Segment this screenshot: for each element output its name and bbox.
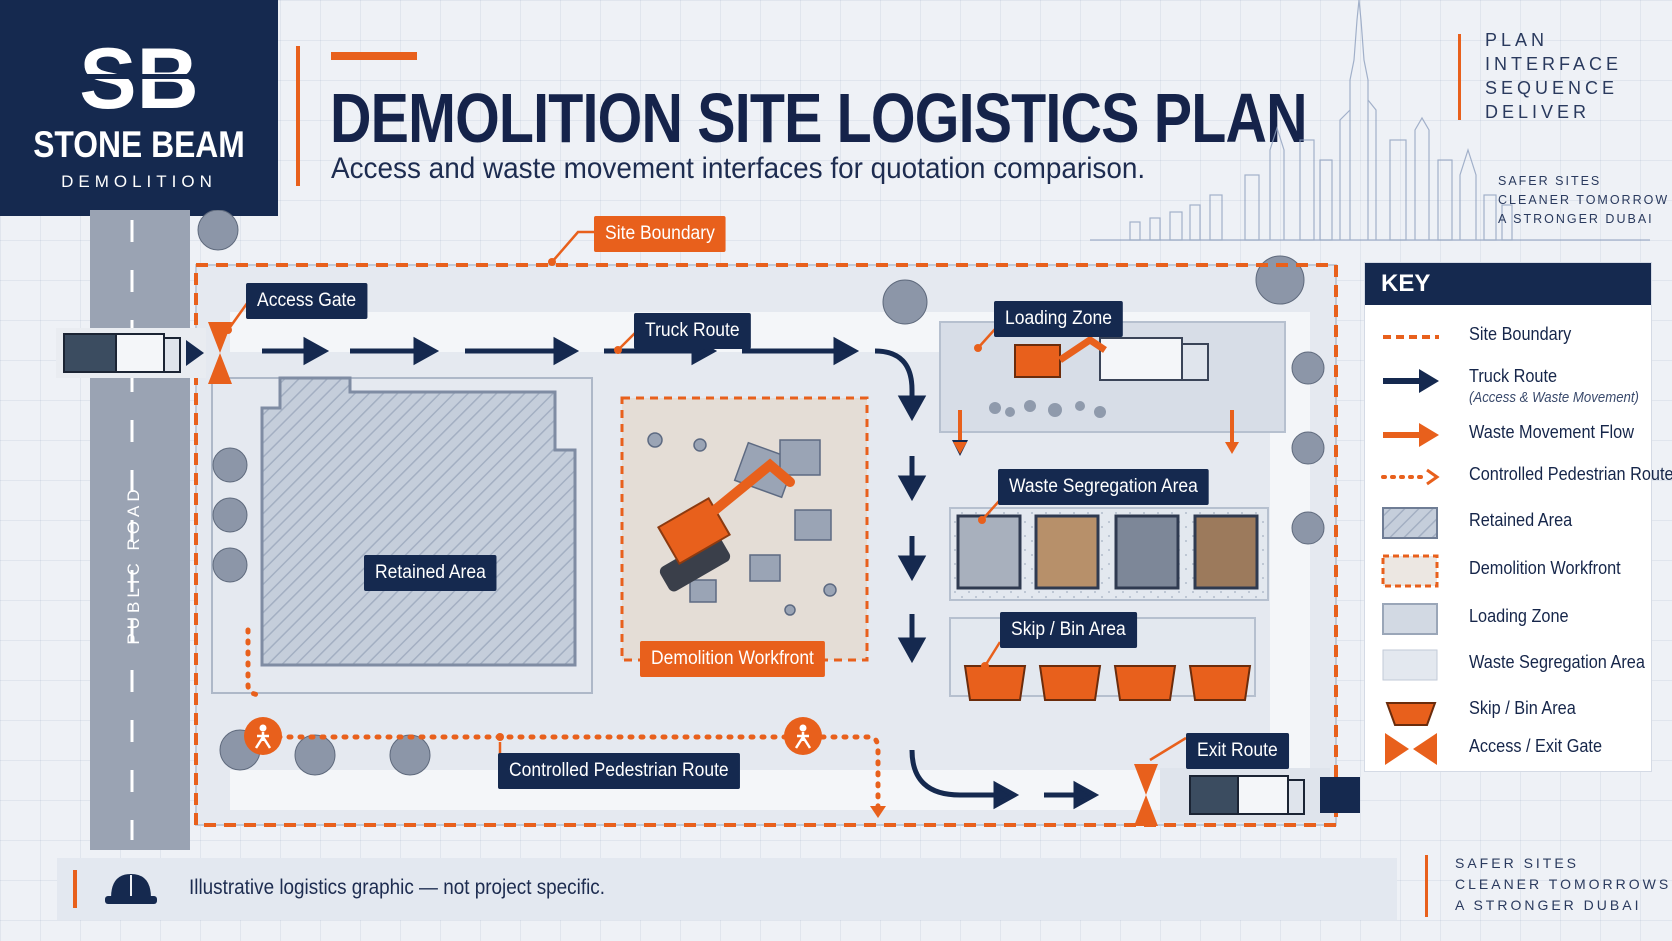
legend-item-demolition-workfront: Demolition Workfront <box>1381 551 1646 591</box>
brand-name: STONE BEAM <box>33 124 245 165</box>
skip-bins <box>963 665 1252 701</box>
site-boundary <box>194 263 1338 827</box>
loading-swatch-icon <box>1382 603 1438 635</box>
legend-item-skip-bin: Skip / Bin Area <box>1381 691 1646 731</box>
steps-list: PLAN INTERFACE SEQUENCE DELIVER <box>1485 28 1622 124</box>
step-sequence: SEQUENCE <box>1485 78 1619 98</box>
dashed-boundary-icon <box>1383 335 1439 339</box>
legend-label: Skip / Bin Area <box>1469 697 1576 718</box>
legend-item-site-boundary: Site Boundary <box>1381 317 1646 357</box>
motto-bottom-line-3: A STRONGER DUBAI <box>1455 897 1642 913</box>
label-demolition-workfront: Demolition Workfront <box>640 641 825 677</box>
dotted-route-icon <box>1381 468 1440 486</box>
navy-arrow-icon <box>1383 369 1439 393</box>
legend-item-retained-area: Retained Area <box>1381 503 1646 543</box>
legend-item-gate: Access / Exit Gate <box>1381 729 1646 769</box>
title-accent-dash <box>331 52 417 60</box>
legend-label: Loading Zone <box>1469 605 1569 626</box>
page-subtitle: Access and waste movement interfaces for… <box>331 152 1146 185</box>
legend-label: Access / Exit Gate <box>1469 735 1603 756</box>
step-plan: PLAN <box>1485 30 1549 50</box>
segregation-swatch-icon <box>1382 649 1438 681</box>
footer-accent-line <box>73 870 77 908</box>
label-exit-route: Exit Route <box>1186 733 1289 769</box>
legend-label: Site Boundary <box>1469 323 1572 344</box>
workfront-swatch-icon <box>1381 554 1439 588</box>
legend-label: Retained Area <box>1469 509 1573 530</box>
steps-accent-line <box>1458 34 1461 120</box>
label-retained-area: Retained Area <box>364 555 497 591</box>
gate-icon <box>1385 733 1437 765</box>
legend-item-truck-route: Truck Route (Access & Waste Movement) <box>1381 359 1646 406</box>
label-pedestrian-route: Controlled Pedestrian Route <box>498 753 740 789</box>
brand-tagline: DEMOLITION <box>61 172 217 191</box>
step-deliver: DELIVER <box>1485 102 1591 122</box>
label-truck-route: Truck Route <box>634 313 751 349</box>
legend-label: Waste Movement Flow <box>1469 421 1634 442</box>
legend-item-waste-segregation: Waste Segregation Area <box>1381 645 1646 685</box>
motto-top: SAFER SITES CLEANER TOMORROW A STRONGER … <box>1498 172 1669 229</box>
title-accent-line <box>296 46 300 186</box>
motto-bottom-line-1: SAFER SITES <box>1455 855 1580 871</box>
legend-note: (Access & Waste Movement) <box>1469 389 1639 406</box>
label-skip-bin: Skip / Bin Area <box>1000 612 1137 648</box>
public-road-label: PUBLIC ROAD <box>124 485 143 644</box>
motto-bottom-line-2: CLEANER TOMORROWS <box>1455 876 1672 892</box>
motto-top-line-1: SAFER SITES <box>1498 174 1602 188</box>
exit-gate-icon <box>1134 764 1158 826</box>
footer-disclaimer: Illustrative logistics graphic — not pro… <box>189 876 605 899</box>
legend-label: Waste Segregation Area <box>1469 651 1645 672</box>
public-road <box>90 210 190 850</box>
step-interface: INTERFACE <box>1485 54 1623 74</box>
loading-truck-icon <box>1014 335 1209 381</box>
entry-truck-icon <box>56 328 206 378</box>
site-plan-map: PUBLIC ROAD <box>56 210 1360 850</box>
legend-label: Controlled Pedestrian Route <box>1469 463 1672 484</box>
page-title: DEMOLITION SITE LOGISTICS PLAN <box>330 79 1308 157</box>
excavator-icon <box>657 458 795 592</box>
legend-item-waste-flow: Waste Movement Flow <box>1381 415 1646 455</box>
motto-top-line-3: A STRONGER DUBAI <box>1498 212 1654 226</box>
skip-bin-icon <box>1385 702 1437 726</box>
segregation-bins <box>956 514 1259 590</box>
hard-hat-icon <box>105 874 157 904</box>
footer-bar: Illustrative logistics graphic — not pro… <box>57 858 1397 920</box>
exit-truck-icon <box>1160 768 1330 822</box>
legend-item-loading-zone: Loading Zone <box>1381 599 1646 639</box>
label-site-boundary: Site Boundary <box>594 216 726 252</box>
label-waste-segregation: Waste Segregation Area <box>998 469 1209 505</box>
map-legend: KEY Site Boundary Truck Route (Access & … <box>1364 262 1672 772</box>
sb-monogram-icon: SB <box>76 38 202 118</box>
retained-area <box>260 376 577 667</box>
motto-bottom: SAFER SITES CLEANER TOMORROWS A STRONGER… <box>1455 853 1671 916</box>
brand-logo: SB STONE BEAM DEMOLITION <box>0 0 278 216</box>
orange-arrow-icon <box>1383 423 1439 447</box>
legend-heading: KEY <box>1365 263 1651 305</box>
pedestrian-icon <box>244 717 822 755</box>
label-loading-zone: Loading Zone <box>994 301 1124 337</box>
dubai-skyline-icon <box>1090 0 1650 241</box>
pedestrian-route <box>245 627 881 813</box>
motto-top-line-2: CLEANER TOMORROW <box>1498 193 1670 207</box>
legend-label: Truck Route <box>1469 365 1558 386</box>
hatched-swatch-icon <box>1382 507 1438 539</box>
motto-bottom-line <box>1425 855 1428 917</box>
legend-label: Demolition Workfront <box>1469 557 1621 578</box>
legend-item-pedestrian-route: Controlled Pedestrian Route <box>1381 457 1672 497</box>
label-access-gate: Access Gate <box>246 283 368 319</box>
